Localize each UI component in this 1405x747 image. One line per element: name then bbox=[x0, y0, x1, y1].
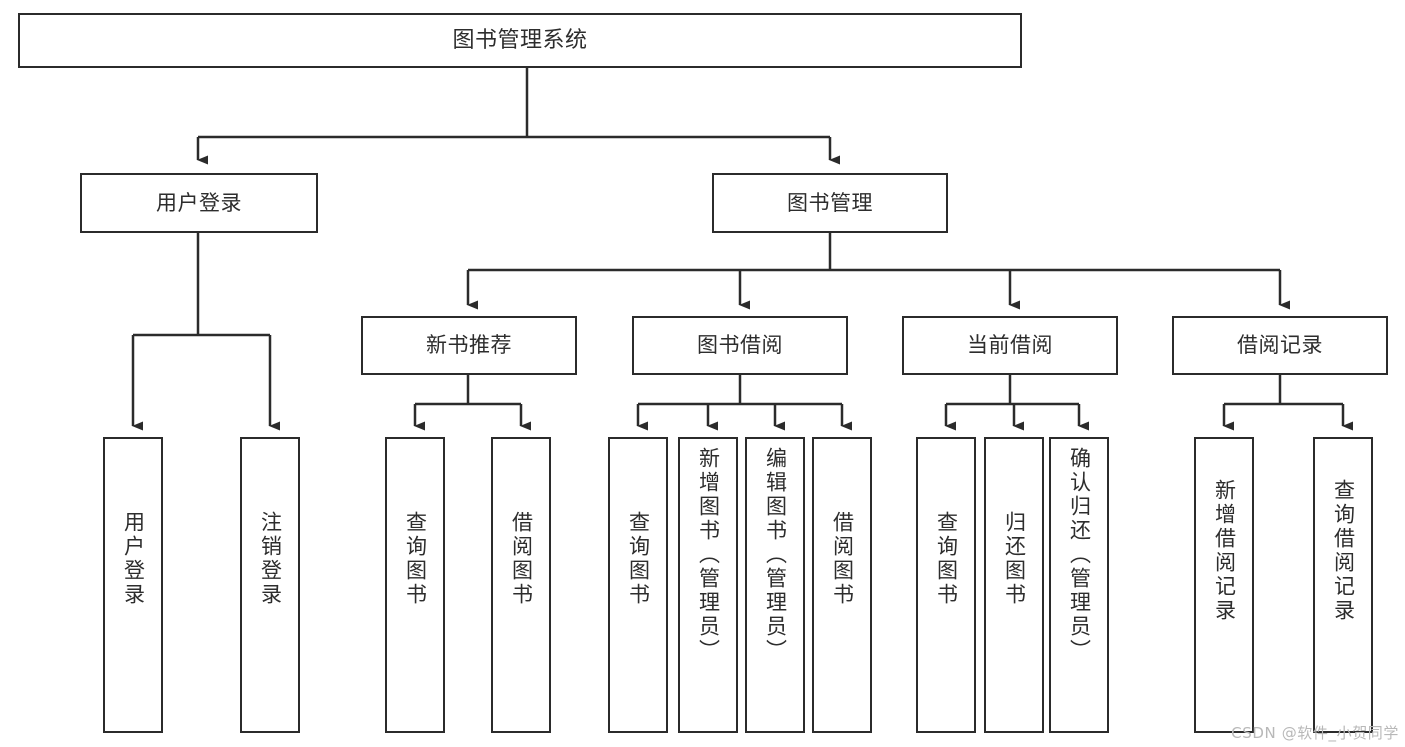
node-label: 当前借阅 bbox=[967, 333, 1053, 358]
node-borrowing-record[interactable]: 借阅记录 bbox=[1172, 316, 1388, 375]
node-label: 查询图书 bbox=[934, 511, 959, 607]
node-label: 归还图书 bbox=[1002, 511, 1027, 607]
node-label: 图书管理 bbox=[787, 190, 873, 215]
leaf-borrow-books[interactable]: 借阅图书 bbox=[812, 437, 872, 733]
node-current-borrowing[interactable]: 当前借阅 bbox=[902, 316, 1118, 375]
node-book-borrowing[interactable]: 图书借阅 bbox=[632, 316, 848, 375]
connector-borrow-to-leaves bbox=[636, 375, 852, 431]
connector-bookmgmt-to-level2 bbox=[466, 233, 1290, 310]
node-label: 查询图书 bbox=[626, 511, 651, 607]
connector-newbook-to-leaves bbox=[413, 375, 531, 431]
leaf-borrow-books-recommend[interactable]: 借阅图书 bbox=[491, 437, 551, 733]
node-label: 新增图书（管理员） bbox=[696, 447, 721, 663]
node-label: 用户登录 bbox=[156, 190, 242, 215]
leaf-query-books-borrow[interactable]: 查询图书 bbox=[608, 437, 668, 733]
leaf-logout[interactable]: 注销登录 bbox=[240, 437, 300, 733]
node-user-login[interactable]: 用户登录 bbox=[80, 173, 318, 233]
leaf-confirm-return-admin[interactable]: 确认归还（管理员） bbox=[1049, 437, 1109, 733]
leaf-return-books[interactable]: 归还图书 bbox=[984, 437, 1044, 733]
leaf-add-borrow-record[interactable]: 新增借阅记录 bbox=[1194, 437, 1254, 733]
node-label: 图书管理系统 bbox=[452, 27, 588, 53]
node-label: 确认归还（管理员） bbox=[1067, 447, 1092, 663]
leaf-query-books-recommend[interactable]: 查询图书 bbox=[385, 437, 445, 733]
node-root-book-management-system[interactable]: 图书管理系统 bbox=[18, 13, 1022, 68]
node-label: 编辑图书（管理员） bbox=[763, 447, 788, 663]
leaf-add-book-admin[interactable]: 新增图书（管理员） bbox=[678, 437, 738, 733]
connector-current-to-leaves bbox=[944, 375, 1089, 431]
node-label: 借阅图书 bbox=[830, 511, 855, 607]
connector-root-to-level1 bbox=[196, 68, 840, 165]
leaf-query-books-current[interactable]: 查询图书 bbox=[916, 437, 976, 733]
leaf-edit-book-admin[interactable]: 编辑图书（管理员） bbox=[745, 437, 805, 733]
node-new-book-recommendation[interactable]: 新书推荐 bbox=[361, 316, 577, 375]
node-label: 注销登录 bbox=[258, 511, 283, 607]
node-label: 查询图书 bbox=[403, 511, 428, 607]
node-label: 图书借阅 bbox=[697, 333, 783, 358]
node-label: 借阅记录 bbox=[1237, 333, 1323, 358]
connector-userlogin-to-leaves bbox=[131, 233, 280, 431]
node-label: 借阅图书 bbox=[509, 511, 534, 607]
node-label: 新书推荐 bbox=[426, 333, 512, 358]
node-label: 查询借阅记录 bbox=[1331, 479, 1356, 623]
node-label: 用户登录 bbox=[121, 511, 146, 607]
leaf-query-borrow-record[interactable]: 查询借阅记录 bbox=[1313, 437, 1373, 733]
connector-record-to-leaves bbox=[1222, 375, 1353, 431]
node-book-management[interactable]: 图书管理 bbox=[712, 173, 948, 233]
leaf-user-login[interactable]: 用户登录 bbox=[103, 437, 163, 733]
node-label: 新增借阅记录 bbox=[1212, 479, 1237, 623]
